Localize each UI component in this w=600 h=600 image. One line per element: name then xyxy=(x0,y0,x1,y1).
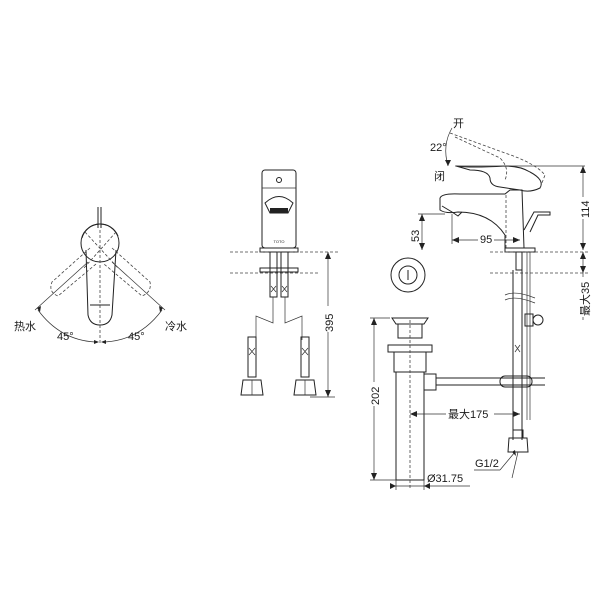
drain-cap-top-view xyxy=(390,257,426,293)
lever-angle-label: 22° xyxy=(430,142,447,154)
spout-reach-label: 95 xyxy=(480,234,492,246)
hot-angle-label: 45° xyxy=(57,331,74,343)
thread-size-label: G1/2 xyxy=(475,458,499,470)
front-view: TOTO 395 xyxy=(230,169,340,398)
brand-mark: TOTO xyxy=(274,239,285,244)
cold-water-label: 冷水 xyxy=(165,320,187,333)
cold-angle-label: 45° xyxy=(128,331,145,343)
faucet-height-label: 114 xyxy=(580,200,592,218)
pipe-diameter-label: Ø31.75 xyxy=(427,473,463,485)
drain-view: 202 最大175 Ø31.75 G1/2 xyxy=(368,317,545,490)
height-395-label: 395 xyxy=(324,314,336,332)
top-view: 热水 冷水 45° 45° xyxy=(14,207,187,345)
drain-height-label: 202 xyxy=(370,387,382,405)
closed-label: 闭 xyxy=(434,170,445,183)
side-view: 开 22° 闭 53 95 114 最大35 xyxy=(410,118,592,440)
open-label: 开 xyxy=(453,118,464,130)
max-deck-thickness-label: 最大35 xyxy=(578,282,592,316)
max-horizontal-label: 最大175 xyxy=(448,407,488,421)
spout-height-label: 53 xyxy=(410,230,422,242)
hot-water-label: 热水 xyxy=(14,320,36,333)
